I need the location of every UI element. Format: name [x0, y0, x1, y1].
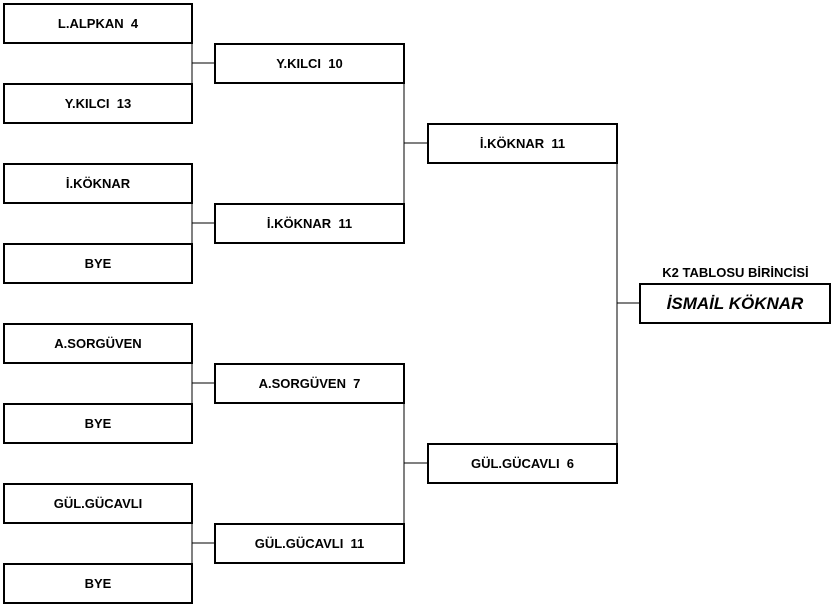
- round1-slot: A.SORGÜVEN: [3, 323, 193, 364]
- connector-r2-upper: [403, 63, 428, 223]
- round1-slot: BYE: [3, 403, 193, 444]
- round2-slot: İ.KÖKNAR 11: [214, 203, 405, 244]
- round1-slot: L.ALPKAN 4: [3, 3, 193, 44]
- semifinal-slot: GÜL.GÜCAVLI 6: [427, 443, 618, 484]
- connector-r1-pair4: [191, 523, 215, 563]
- round1-slot: Y.KILCI 13: [3, 83, 193, 124]
- round1-slot: GÜL.GÜCAVLI: [3, 483, 193, 524]
- connector-semifinal: [616, 143, 640, 463]
- connector-r2-lower: [403, 383, 428, 543]
- winner-name-box: İSMAİL KÖKNAR: [639, 283, 831, 324]
- round1-slot: BYE: [3, 563, 193, 604]
- round1-slot: BYE: [3, 243, 193, 284]
- round2-slot: GÜL.GÜCAVLI 11: [214, 523, 405, 564]
- connector-r1-pair1: [191, 43, 215, 83]
- winner-heading: K2 TABLOSU BİRİNCİSİ: [662, 265, 809, 280]
- round1-slot: İ.KÖKNAR: [3, 163, 193, 204]
- connector-r1-pair3: [191, 363, 215, 403]
- round2-slot: Y.KILCI 10: [214, 43, 405, 84]
- semifinal-slot: İ.KÖKNAR 11: [427, 123, 618, 164]
- connector-r1-pair2: [191, 203, 215, 243]
- round2-slot: A.SORGÜVEN 7: [214, 363, 405, 404]
